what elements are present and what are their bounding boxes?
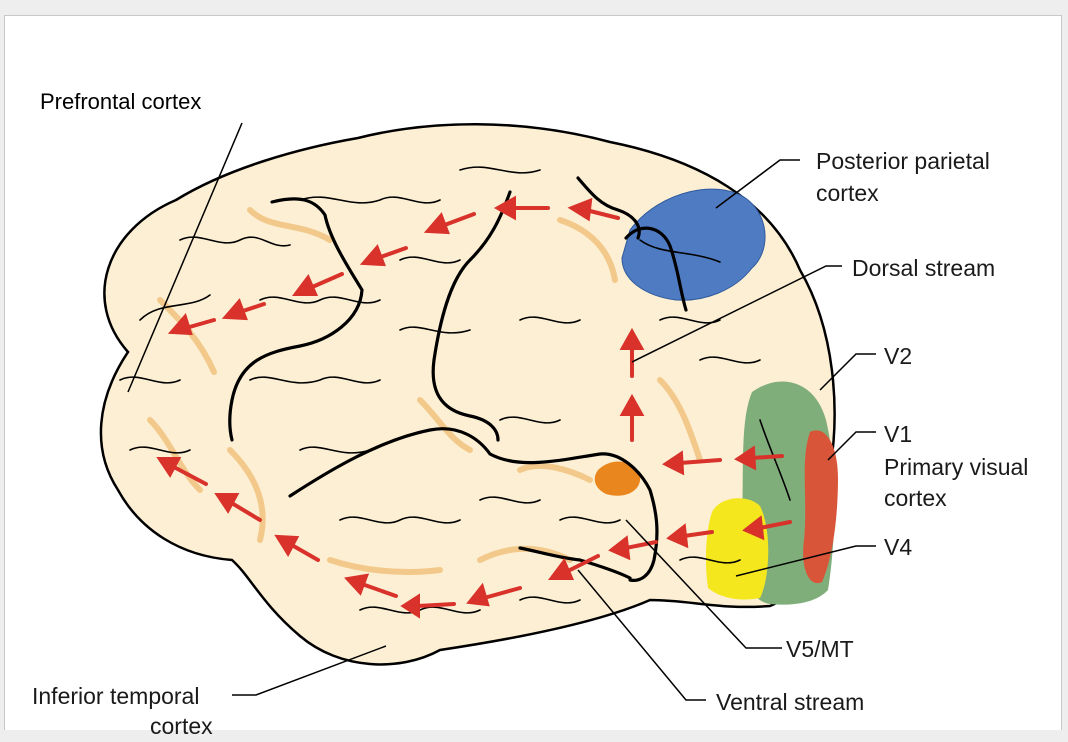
posterior-parietal-area xyxy=(621,188,766,301)
label-inferior-temporal-line1: Inferior temporal xyxy=(32,683,200,709)
label-dorsal-stream: Dorsal stream xyxy=(852,255,996,281)
label-primary-visual-line1: Primary visual xyxy=(884,454,1029,480)
label-v1: V1 xyxy=(884,421,913,447)
v4-area xyxy=(705,498,769,600)
label-inferior-temporal-line2: cortex xyxy=(150,713,213,739)
label-posterior-parietal-line1: Posterior parietal xyxy=(816,148,990,174)
label-posterior-parietal-line2: cortex xyxy=(816,180,879,206)
leader-lines xyxy=(127,122,876,701)
label-v2: V2 xyxy=(884,343,913,369)
label-v5-mt: V5/MT xyxy=(786,636,854,662)
v5-mt-area xyxy=(594,461,641,496)
label-v4: V4 xyxy=(884,534,913,560)
label-primary-visual-line2: cortex xyxy=(884,485,947,511)
pathway-arrows xyxy=(156,195,792,619)
label-ventral-stream: Ventral stream xyxy=(716,689,865,715)
label-prefrontal-cortex: Prefrontal cortex xyxy=(40,89,202,114)
v1-area xyxy=(803,430,838,584)
